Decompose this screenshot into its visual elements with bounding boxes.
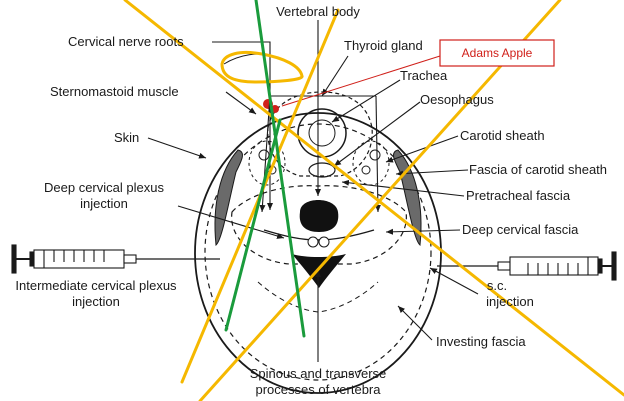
sternomastoid-muscle-label: Sternomastoid muscle [50, 84, 179, 99]
trachea [297, 108, 347, 158]
trachea-lumen [308, 119, 336, 147]
spinal-cord-right [318, 236, 330, 248]
leader-lines [147, 20, 479, 362]
right-syringe [437, 251, 617, 281]
spinous-label-line1: Spinous and transverse [250, 366, 387, 381]
fascia-of-carotid-sheath-label: Fascia of carotid sheath [469, 162, 607, 177]
cervical-nerve-roots-label: Cervical nerve roots [68, 34, 184, 49]
vertebral-body-label: Vertebral body [276, 4, 360, 19]
trachea-label: Trachea [400, 68, 448, 83]
oesophagus-label: Oesophagus [420, 92, 494, 107]
deep-cervical-plexus-label-line1: Deep cervical plexus [44, 180, 164, 195]
vertebral-body [299, 200, 339, 232]
spinous-label-line2: processes of vertebra [255, 382, 381, 397]
deep-cervical-fascia-label: Deep cervical fascia [462, 222, 579, 237]
thyroid-gland-label: Thyroid gland [344, 38, 423, 53]
intermediate-label-line1: Intermediate cervical plexus [15, 278, 177, 293]
intermediate-label-line2: injection [72, 294, 120, 309]
sc-label-line2: injection [486, 294, 534, 309]
oesophagus [308, 162, 336, 178]
posterior-muscles [257, 281, 379, 313]
adams-apple-label: Adams Apple [462, 46, 533, 60]
left-syringe [11, 244, 220, 274]
sc-label-line1: s.c. [487, 278, 507, 293]
spinous-process [292, 254, 346, 288]
deep-cervical-fascia [231, 185, 407, 265]
carotid-sheath-label: Carotid sheath [460, 128, 545, 143]
green-overlay-lines [224, 0, 306, 338]
pretracheal-fascia-label: Pretracheal fascia [466, 188, 571, 203]
adams-apple-box [439, 39, 555, 67]
skin-label: Skin [114, 130, 139, 145]
spinal-cord-left [307, 236, 319, 248]
left-sternomastoid-muscle [214, 149, 243, 246]
investing-fascia-label: Investing fascia [436, 334, 526, 349]
deep-cervical-plexus-label-line2: injection [80, 196, 128, 211]
